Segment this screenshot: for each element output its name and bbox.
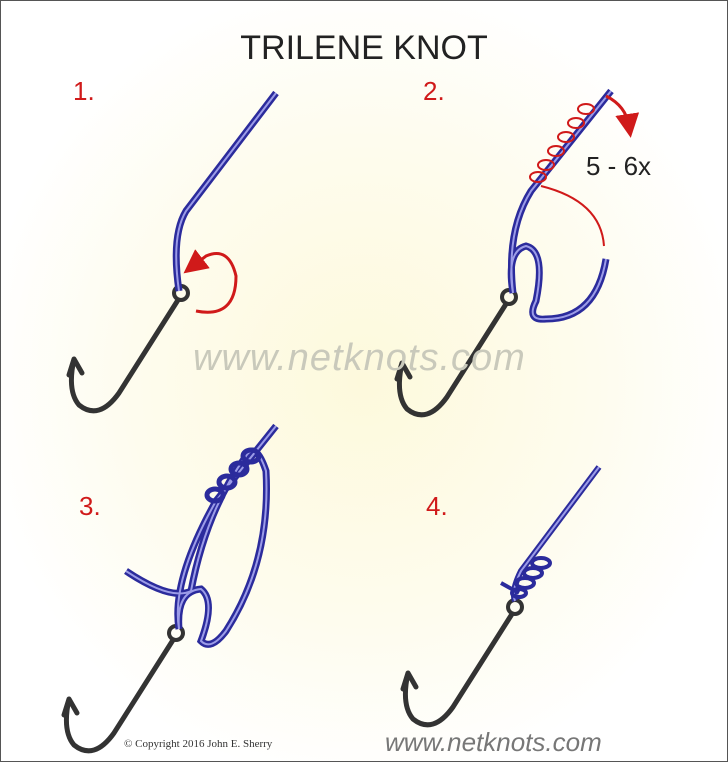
wraps-2	[529, 103, 605, 247]
hook-4	[403, 600, 522, 725]
hook-3	[64, 626, 183, 751]
step-label-3: 3.	[79, 491, 101, 521]
line-1	[172, 90, 279, 292]
copyright: © Copyright 2016 John E. Sherry	[124, 738, 273, 750]
line-3	[124, 423, 279, 648]
twist-arrow-2	[605, 94, 640, 138]
step-label-1: 1.	[73, 76, 95, 106]
hook-1	[69, 286, 188, 411]
footer-url: www.netknots.com	[385, 727, 602, 757]
line-4	[510, 465, 602, 603]
step-label-2: 2.	[423, 76, 445, 106]
knot-4	[500, 556, 552, 599]
step-label-4: 4.	[426, 491, 448, 521]
page-title: TRILENE KNOT	[240, 29, 488, 67]
wraps-3	[204, 447, 262, 504]
watermark: www.netknots.com	[193, 337, 526, 379]
loop-arrow-1	[183, 249, 238, 314]
line-2	[507, 88, 614, 323]
wrap-count: 5 - 6x	[586, 151, 652, 181]
